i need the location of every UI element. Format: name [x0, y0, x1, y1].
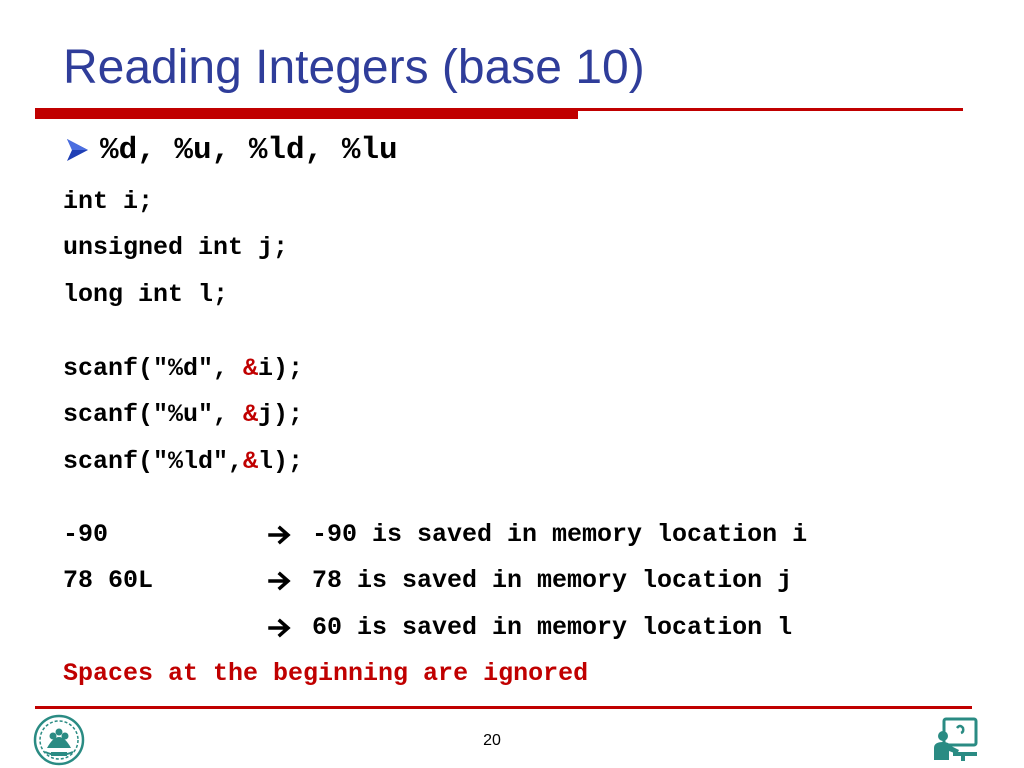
university-seal-icon — [33, 714, 85, 766]
code-scanf-text: scanf("%ld", — [63, 447, 244, 476]
bullet-item: %d, %u, %ld, %lu — [64, 132, 398, 168]
code-scanf-arg: l); — [258, 447, 304, 476]
right-arrow-icon — [268, 571, 291, 591]
slide-title: Reading Integers (base 10) — [63, 41, 645, 94]
right-arrow-icon — [268, 618, 291, 638]
code-declaration-int: int i; — [63, 187, 154, 216]
page-number: 20 — [483, 732, 501, 749]
code-ampersand: & — [243, 354, 259, 383]
right-arrow-icon — [268, 525, 291, 545]
code-scanf-u: scanf("%u", &j); — [63, 399, 303, 431]
footer-rule — [35, 706, 972, 709]
example-result-text: -90 is saved in memory location i — [312, 520, 808, 549]
example-result: 78 is saved in memory location j — [268, 565, 792, 597]
title-underline-accent — [35, 111, 578, 119]
note-text: Spaces at the beginning are ignored — [63, 659, 589, 688]
code-scanf-text: scanf("%u", — [63, 400, 244, 429]
code-scanf-arg: j); — [258, 400, 304, 429]
bullet-text: %d, %u, %ld, %lu — [100, 132, 398, 168]
code-scanf-text: scanf("%d", — [63, 354, 244, 383]
computer-user-icon — [934, 717, 978, 761]
example-result-text: 78 is saved in memory location j — [312, 566, 793, 595]
title-underline — [35, 108, 963, 111]
code-scanf-d: scanf("%d", &i); — [63, 353, 303, 385]
code-ampersand: & — [243, 447, 259, 476]
code-ampersand: & — [243, 400, 259, 429]
code-declaration-unsigned: unsigned int j; — [63, 233, 289, 262]
arrow-bullet-icon — [67, 139, 88, 161]
example-result: 60 is saved in memory location l — [268, 612, 792, 644]
example-result: -90 is saved in memory location i — [268, 519, 807, 551]
example-input: -90 — [63, 520, 109, 549]
code-declaration-long: long int l; — [63, 280, 229, 309]
example-input: 78 60L — [63, 566, 154, 595]
example-result-text: 60 is saved in memory location l — [312, 613, 793, 642]
code-scanf-arg: i); — [258, 354, 304, 383]
code-scanf-ld: scanf("%ld",&l); — [63, 446, 303, 478]
